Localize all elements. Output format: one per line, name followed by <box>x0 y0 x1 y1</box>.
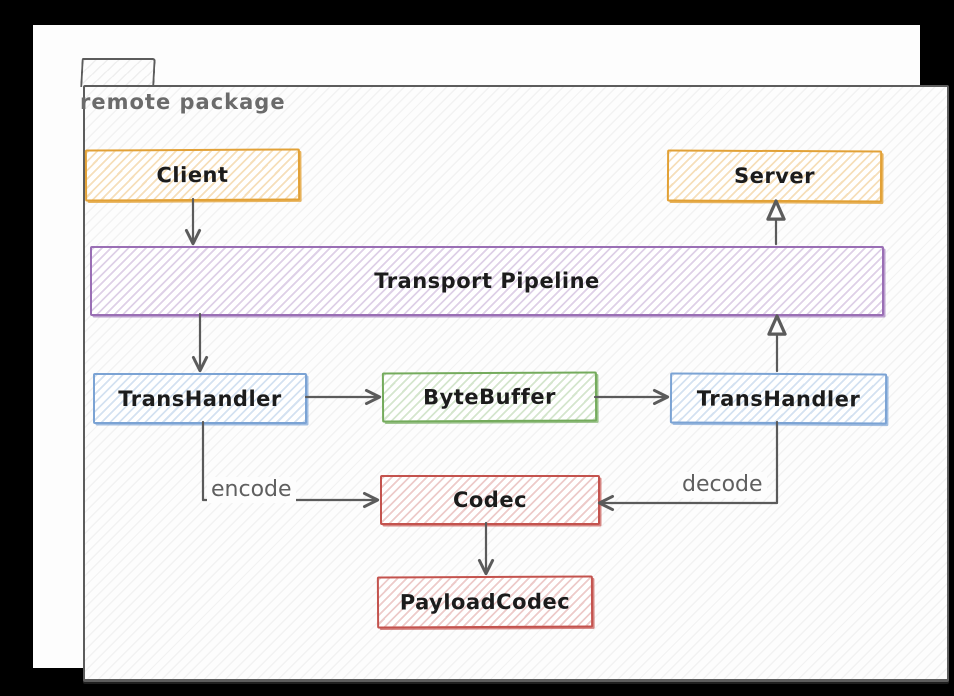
node-transhandler-left-label: TransHandler <box>118 386 282 411</box>
node-client: Client <box>84 148 301 202</box>
node-transhandler-right: TransHandler <box>669 372 888 425</box>
package-title: remote package <box>80 90 286 114</box>
package-folder-tab <box>80 58 156 87</box>
node-transhandler-left: TransHandler <box>93 373 307 424</box>
node-payloadcodec-label: PayloadCodec <box>399 589 571 615</box>
node-codec: Codec <box>380 475 600 525</box>
node-codec-label: Codec <box>452 488 528 512</box>
edge-label-encode: encode <box>207 477 296 503</box>
drawing-canvas <box>33 25 949 682</box>
node-bytebuffer-label: ByteBuffer <box>423 384 556 410</box>
node-bytebuffer: ByteBuffer <box>381 371 598 423</box>
edge-label-decode: decode <box>678 472 767 498</box>
node-server: Server <box>666 149 883 203</box>
node-server-label: Server <box>733 163 816 189</box>
node-payloadcodec: PayloadCodec <box>376 575 594 629</box>
node-transhandler-right-label: TransHandler <box>696 386 861 411</box>
node-transport-pipeline-label: Transport Pipeline <box>374 269 600 293</box>
node-client-label: Client <box>156 162 229 188</box>
node-transport-pipeline: Transport Pipeline <box>90 246 884 316</box>
